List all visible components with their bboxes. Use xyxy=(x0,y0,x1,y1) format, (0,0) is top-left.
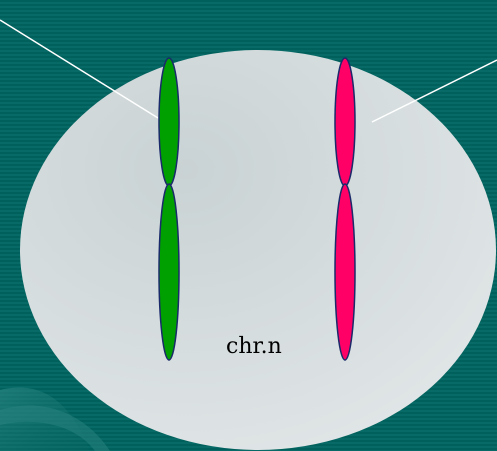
chromosome-left-lower-arm xyxy=(159,184,179,360)
chromosome-label: chr.n xyxy=(226,336,282,358)
chromosome-right-upper-arm xyxy=(335,58,355,186)
pointer-line-left xyxy=(0,20,158,118)
chromosome-right-lower-arm xyxy=(335,184,355,360)
cell xyxy=(20,50,496,450)
chromosome-right xyxy=(335,58,355,360)
chromosome-left xyxy=(159,58,179,360)
chromosome-left-upper-arm xyxy=(159,58,179,186)
